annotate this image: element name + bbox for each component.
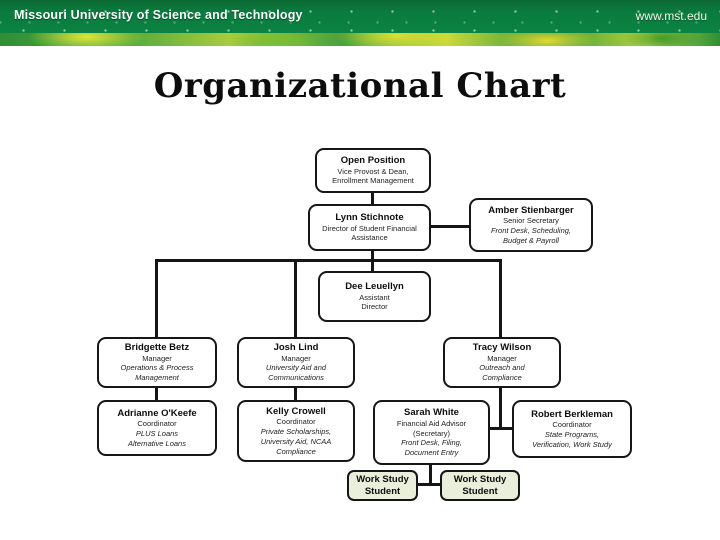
node-name: Dee Leuellyn bbox=[345, 280, 404, 292]
org-node-robert-berkleman: Robert Berkleman Coordinator State Progr… bbox=[512, 400, 632, 458]
node-name: Kelly Crowell bbox=[266, 405, 326, 417]
org-node-bridgette-betz: Bridgette Betz Manager Operations & Proc… bbox=[97, 337, 217, 388]
node-duties: Operations & Process Management bbox=[120, 363, 194, 383]
node-name: Amber Stienbarger bbox=[488, 204, 574, 216]
header-photo-strip bbox=[0, 33, 720, 46]
org-node-work-study-student-2: Work Study Student bbox=[440, 470, 520, 501]
connector-sarah-robert-tick bbox=[489, 427, 513, 430]
org-node-work-study-student-1: Work Study Student bbox=[347, 470, 418, 501]
node-name: Work Study Student bbox=[356, 473, 409, 497]
node-name: Work Study Student bbox=[453, 473, 507, 497]
node-duties: Outreach and Compliance bbox=[479, 363, 525, 383]
node-name: Adrianne O'Keefe bbox=[117, 407, 197, 419]
node-role: Coordinator bbox=[276, 417, 316, 427]
node-role: Coordinator bbox=[137, 419, 177, 429]
node-name: Sarah White bbox=[404, 407, 459, 419]
node-role: Manager bbox=[142, 353, 172, 363]
node-duties: PLUS Loans Alternative Loans bbox=[128, 428, 186, 448]
node-duties: Front Desk, Scheduling, Budget & Payroll bbox=[490, 225, 572, 245]
org-node-josh-lind: Josh Lind Manager University Aid and Com… bbox=[237, 337, 355, 388]
node-name: Robert Berkleman bbox=[531, 408, 613, 420]
connector-trunk-to-dee bbox=[371, 259, 374, 273]
org-node-open-position: Open Position Vice Provost & Dean, Enrol… bbox=[315, 148, 431, 193]
connector-josh-to-kelly bbox=[294, 386, 297, 402]
website-url: www.mst.edu bbox=[635, 9, 707, 23]
org-node-dee-leuellyn: Dee Leuellyn Assistant Director bbox=[318, 271, 431, 322]
org-node-adrianne-okeefe: Adrianne O'Keefe Coordinator PLUS Loans … bbox=[97, 400, 217, 456]
node-role: Financial Aid Advisor (Secretary) bbox=[396, 418, 467, 438]
node-name: Tracy Wilson bbox=[472, 342, 532, 354]
node-role: Senior Secretary bbox=[503, 216, 559, 226]
node-role: Director of Student Financial Assistance bbox=[322, 223, 417, 243]
org-node-amber-stienbarger: Amber Stienbarger Senior Secretary Front… bbox=[469, 198, 593, 252]
connector-bridgette-to-adrianne bbox=[155, 386, 158, 402]
connector-lynn-to-trunk bbox=[371, 249, 374, 262]
connector-trunk bbox=[155, 259, 502, 262]
connector-trunk-to-bridgette bbox=[155, 259, 158, 339]
node-name: Lynn Stichnote bbox=[335, 211, 404, 223]
node-role: Coordinator bbox=[552, 420, 592, 430]
connector-tracy-down bbox=[499, 386, 502, 430]
node-role: Manager bbox=[487, 353, 517, 363]
node-name: Bridgette Betz bbox=[124, 342, 190, 354]
connector-trunk-to-tracy bbox=[499, 259, 502, 339]
org-node-sarah-white: Sarah White Financial Aid Advisor (Secre… bbox=[373, 400, 490, 465]
node-duties: University Aid and Communications bbox=[265, 363, 327, 383]
org-node-kelly-crowell: Kelly Crowell Coordinator Private Schola… bbox=[237, 400, 355, 462]
node-duties: Front Desk, Filing, Document Entry bbox=[401, 438, 462, 458]
org-node-tracy-wilson: Tracy Wilson Manager Outreach and Compli… bbox=[443, 337, 561, 388]
node-role: Assistant Director bbox=[359, 292, 390, 312]
university-name: Missouri University of Science and Techn… bbox=[14, 8, 303, 22]
connector-lynn-to-amber bbox=[430, 225, 470, 228]
connector-sarah-down bbox=[429, 463, 432, 486]
header-bar: Missouri University of Science and Techn… bbox=[0, 0, 720, 33]
node-name: Open Position bbox=[340, 154, 406, 166]
node-name: Josh Lind bbox=[273, 342, 319, 354]
node-duties: State Programs, Verification, Work Study bbox=[532, 429, 612, 449]
node-role: Vice Provost & Dean, Enrollment Manageme… bbox=[332, 166, 414, 186]
connector-open-to-lynn bbox=[371, 191, 374, 206]
page-title: Organizational Chart bbox=[153, 66, 567, 106]
org-node-lynn-stichnote: Lynn Stichnote Director of Student Finan… bbox=[308, 204, 431, 251]
node-duties: Private Scholarships, University Aid, NC… bbox=[260, 427, 332, 456]
connector-workstudy-tick bbox=[417, 483, 441, 486]
connector-trunk-to-josh bbox=[294, 259, 297, 339]
node-role: Manager bbox=[281, 353, 311, 363]
